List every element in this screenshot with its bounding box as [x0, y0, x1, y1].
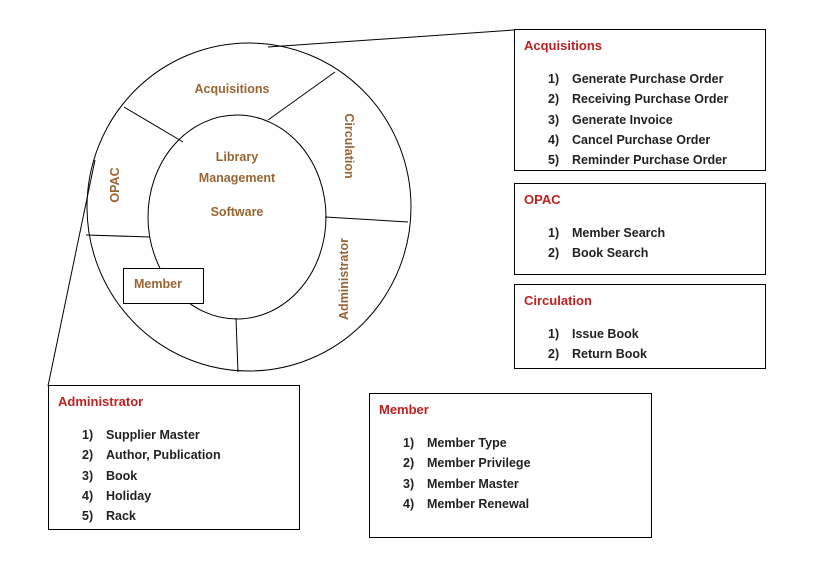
panel-administrator-title: Administrator [58, 394, 144, 409]
panel-acquisitions-title: Acquisitions [524, 38, 603, 53]
list-item[interactable]: 2)Book Search [548, 246, 649, 261]
panel-administrator: Administrator 1)Supplier Master 2)Author… [48, 385, 300, 530]
list-item[interactable]: 3)Generate Invoice [548, 112, 673, 127]
list-item[interactable]: 5)Reminder Purchase Order [548, 153, 727, 168]
segment-opac[interactable]: OPAC [108, 167, 122, 202]
connector-acquisitions [267, 29, 515, 48]
center-subtitle: Software [211, 205, 264, 219]
list-item[interactable]: 2)Receiving Purchase Order [548, 92, 729, 107]
panel-member-list: 1)Member Type 2)Member Privilege 3)Membe… [403, 433, 531, 514]
segment-member-label: Member [134, 277, 182, 291]
segment-administrator[interactable]: Administrator [337, 238, 351, 320]
list-item[interactable]: 2)Author, Publication [82, 448, 221, 463]
panel-acquisitions-list: 1)Generate Purchase Order 2)Receiving Pu… [548, 69, 728, 170]
center-title-line1: Library [216, 150, 258, 164]
list-item[interactable]: 1)Member Type [403, 436, 507, 450]
divider-acq-circ [267, 71, 336, 121]
list-item[interactable]: 3)Member Master [403, 476, 519, 491]
panel-circulation-list: 1)Issue Book 2)Return Book [548, 324, 647, 365]
list-item[interactable]: 5)Rack [82, 509, 136, 524]
list-item[interactable]: 1)Issue Book [548, 327, 639, 341]
panel-member: Member 1)Member Type 2)Member Privilege … [369, 393, 652, 538]
list-item[interactable]: 4)Member Renewal [403, 496, 530, 511]
divider-member-admin [235, 317, 239, 373]
panel-acquisitions: Acquisitions 1)Generate Purchase Order 2… [514, 29, 766, 171]
list-item[interactable]: 2)Return Book [548, 347, 647, 362]
panel-opac-list: 1)Member Search 2)Book Search [548, 223, 665, 264]
divider-acq-opac [123, 106, 184, 143]
list-item[interactable]: 1)Supplier Master [82, 428, 200, 442]
divider-opac-member [85, 234, 151, 238]
list-item[interactable]: 4)Cancel Purchase Order [548, 132, 711, 147]
panel-circulation-title: Circulation [524, 293, 592, 308]
outer-ring [86, 42, 412, 372]
panel-administrator-list: 1)Supplier Master 2)Author, Publication … [82, 425, 221, 526]
list-item[interactable]: 4)Holiday [82, 488, 152, 503]
divider-circ-admin [324, 216, 409, 223]
center-title-line2: Management [199, 171, 276, 185]
list-item[interactable]: 1)Generate Purchase Order [548, 72, 724, 86]
list-item[interactable]: 3)Book [82, 468, 138, 483]
panel-opac-title: OPAC [524, 192, 561, 207]
list-item[interactable]: 2)Member Privilege [403, 456, 531, 471]
panel-member-title: Member [379, 402, 429, 417]
segment-circulation[interactable]: Circulation [342, 113, 356, 178]
segment-acquisitions[interactable]: Acquisitions [194, 82, 269, 96]
panel-opac: OPAC 1)Member Search 2)Book Search [514, 183, 766, 275]
panel-circulation: Circulation 1)Issue Book 2)Return Book [514, 284, 766, 369]
segment-member-box[interactable]: Member [123, 268, 204, 304]
list-item[interactable]: 1)Member Search [548, 226, 666, 240]
